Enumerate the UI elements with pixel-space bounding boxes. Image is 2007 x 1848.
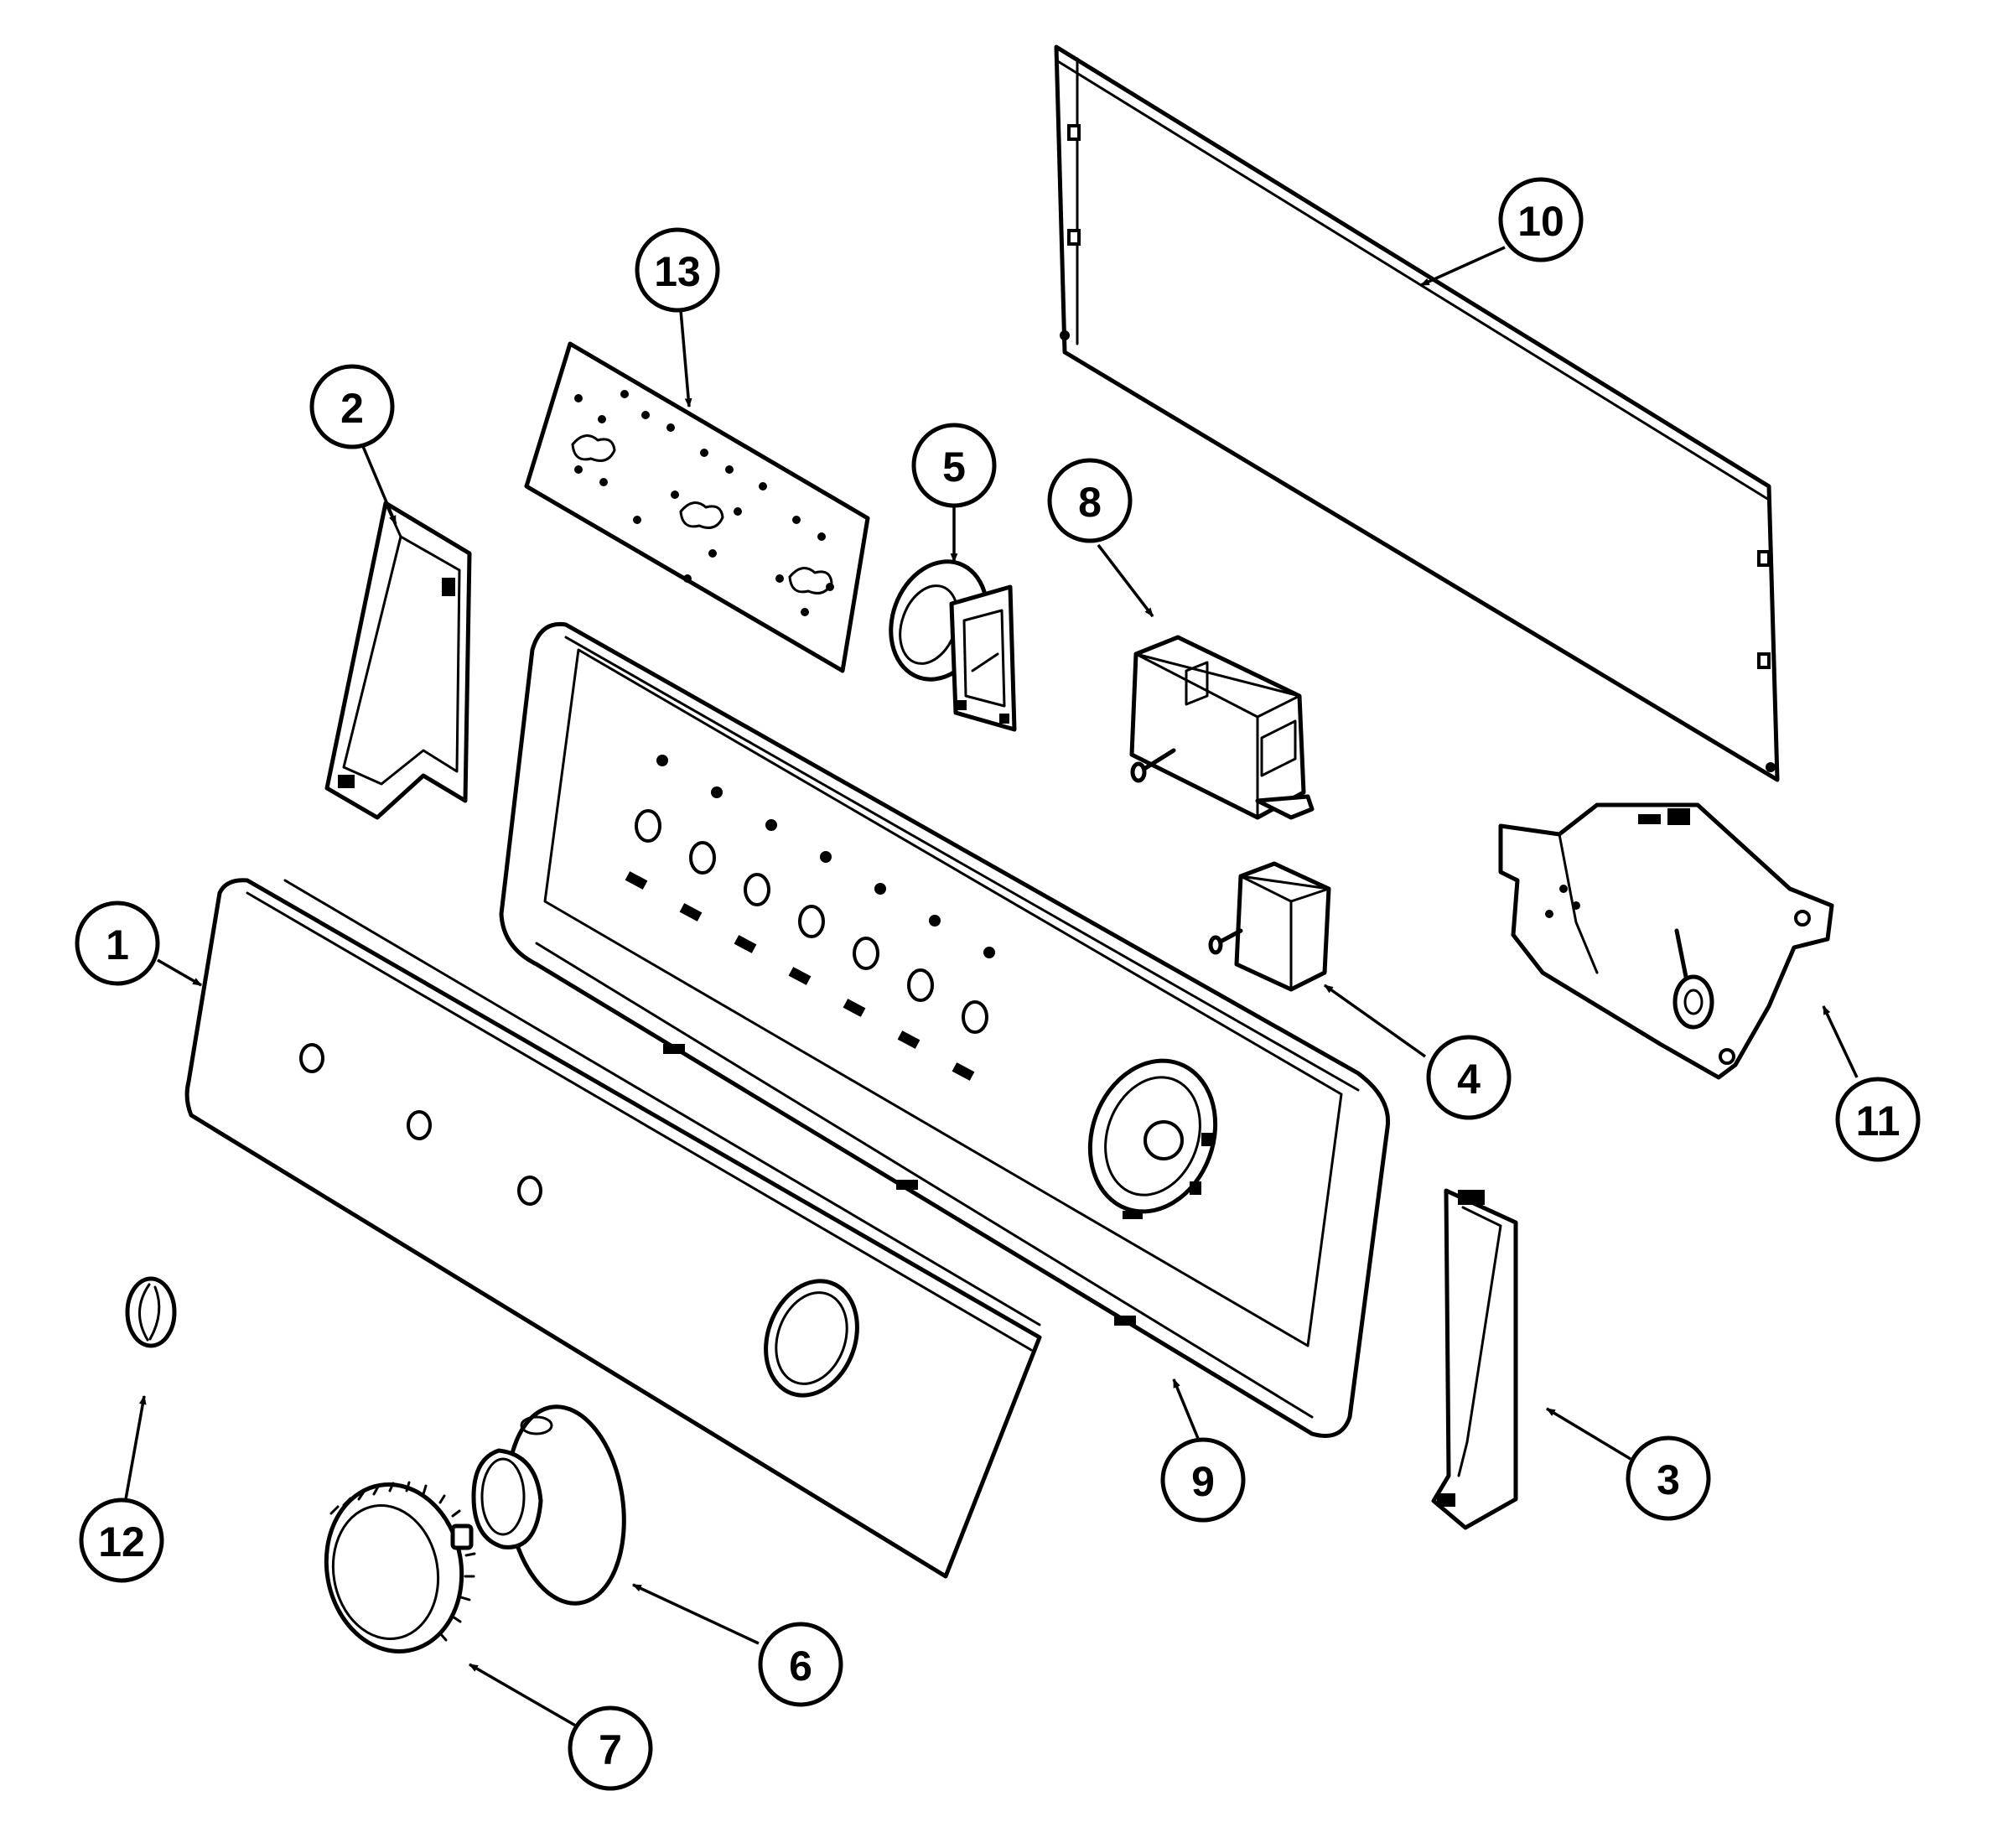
leader-2: [360, 444, 397, 526]
svg-text:7: 7: [599, 1726, 622, 1773]
part-circuit-board: [524, 341, 870, 673]
part-rotary-switch: [1129, 635, 1315, 820]
leader-9: [1172, 1378, 1201, 1441]
leader-3: [1546, 1407, 1631, 1461]
svg-text:2: 2: [340, 385, 364, 432]
svg-text:9: 9: [1191, 1458, 1215, 1505]
leader-8: [1097, 543, 1154, 618]
callout-6: 6: [758, 1622, 843, 1707]
leader-11: [1822, 1005, 1859, 1078]
callout-11: 11: [1835, 1077, 1921, 1162]
svg-text:3: 3: [1657, 1456, 1680, 1503]
part-round-switch: [889, 559, 1017, 732]
leader-13: [679, 309, 692, 408]
callout-8: 8: [1047, 458, 1133, 543]
svg-text:12: 12: [98, 1518, 145, 1565]
callout-12: 12: [79, 1498, 164, 1583]
svg-text:8: 8: [1078, 479, 1102, 526]
callout-3: 3: [1626, 1435, 1711, 1521]
callout-10: 10: [1498, 177, 1584, 262]
svg-text:13: 13: [654, 248, 701, 295]
callout-2: 2: [309, 364, 395, 449]
svg-text:5: 5: [942, 444, 966, 491]
leader-6: [632, 1583, 760, 1645]
svg-text:6: 6: [789, 1643, 812, 1690]
part-front-control-panel: [184, 878, 1042, 1579]
part-back-panel: [1054, 44, 1780, 782]
callouts: 1 2 3 4 5 6 7 8: [75, 177, 1921, 1791]
callout-9: 9: [1160, 1437, 1246, 1523]
part-small-button: [125, 1276, 177, 1348]
svg-text:1: 1: [106, 921, 129, 968]
part-console-housing: [499, 621, 1391, 1438]
leader-12: [124, 1394, 147, 1500]
svg-text:11: 11: [1856, 1098, 1901, 1145]
leader-lines: [124, 246, 1859, 1729]
part-knob-bezel: [471, 1404, 626, 1606]
part-small-switch: [1208, 861, 1331, 992]
callout-7: 7: [568, 1705, 653, 1791]
leader-10: [1419, 246, 1506, 287]
svg-text:10: 10: [1517, 198, 1564, 245]
part-right-end-cap: [1431, 1188, 1518, 1530]
leader-1: [157, 958, 202, 987]
svg-text:4: 4: [1457, 1056, 1481, 1103]
leader-4: [1323, 984, 1427, 1058]
callout-13: 13: [635, 227, 720, 313]
callout-4: 4: [1426, 1035, 1512, 1120]
part-knob: [324, 1481, 476, 1653]
part-timer: [1498, 802, 1834, 1080]
leader-7: [469, 1663, 579, 1729]
part-left-end-cap: [324, 501, 472, 820]
callout-5: 5: [911, 423, 997, 508]
callout-1: 1: [75, 901, 160, 986]
